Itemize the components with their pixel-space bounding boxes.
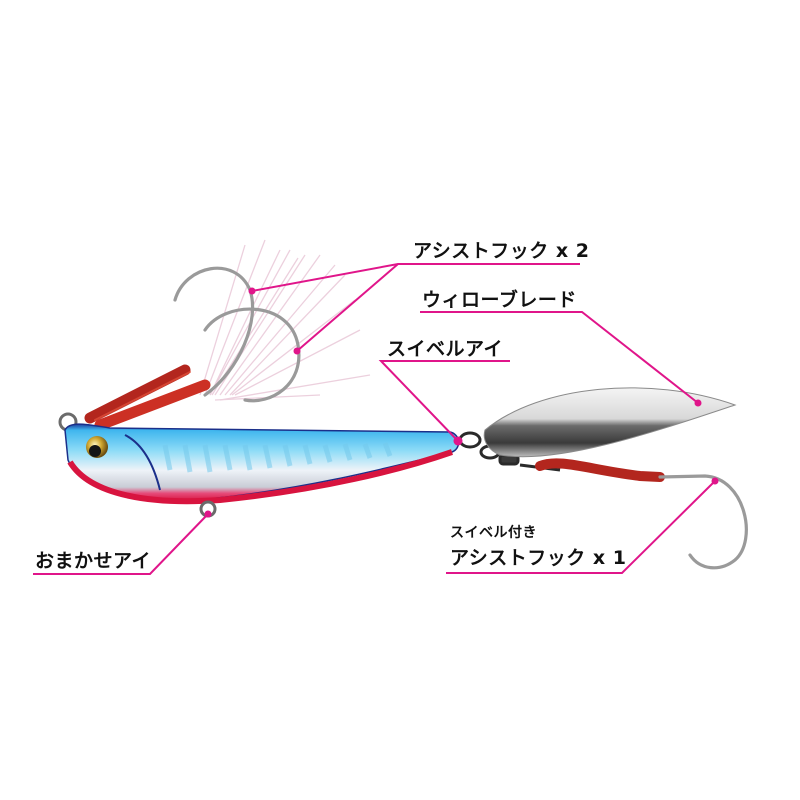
rear-assist-hook [519, 458, 748, 570]
label-willow-blade: ウィローブレード [422, 289, 577, 311]
label-swivel-attached: スイベル付き [450, 525, 537, 541]
hook-flash [199, 239, 371, 401]
callout-line-willow-blade [420, 311, 699, 404]
willow-blade [483, 387, 737, 458]
label-omakase-eye: おまかせアイ [35, 550, 152, 572]
label-swivel-assist-hook-1: アシストフック x 1 [450, 547, 627, 569]
callout-dots [204, 287, 719, 518]
jig-body [64, 423, 460, 505]
callout-line-omakase-eye [33, 513, 209, 575]
callout-lines [33, 263, 716, 575]
assist-hook-thread [84, 364, 211, 431]
callout-line-swivel-assist-hook [446, 480, 716, 574]
label-swivel-eye: スイベルアイ [387, 338, 504, 360]
callout-line-swivel-eye [378, 360, 510, 442]
label-assist-hook-2: アシストフック x 2 [413, 240, 590, 262]
